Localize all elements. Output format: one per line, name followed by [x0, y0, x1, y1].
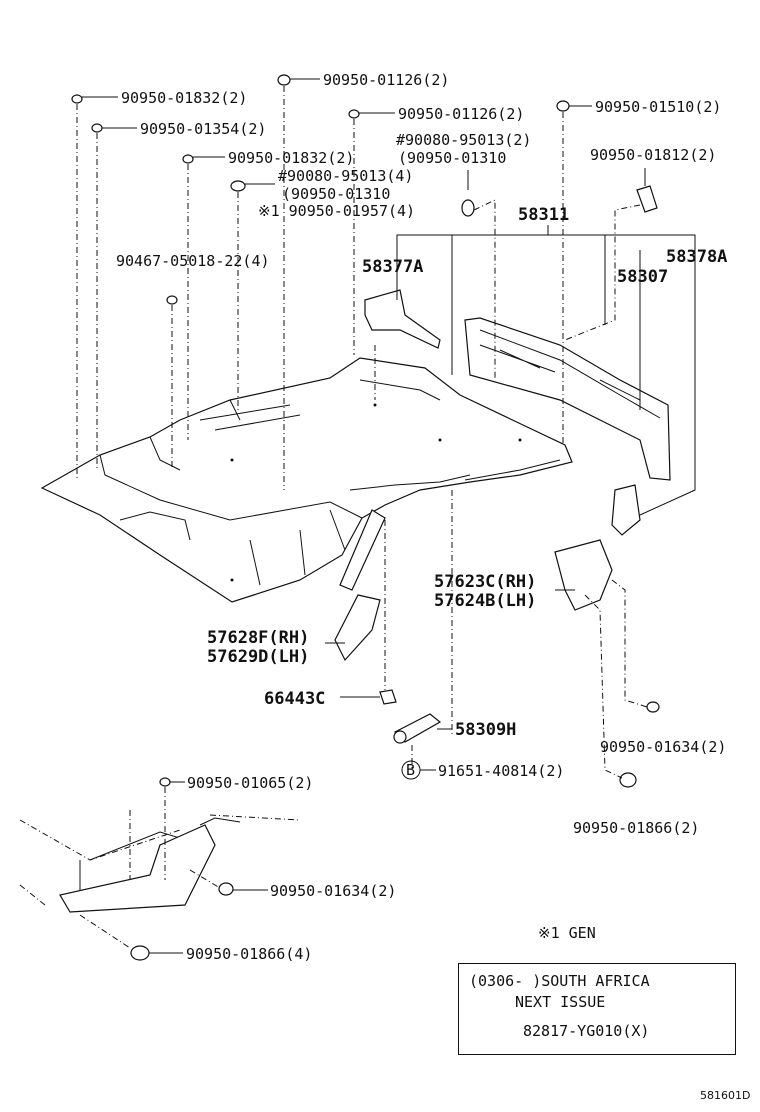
callout-c26: 90950-01065(2) — [187, 774, 313, 792]
callout-c15: 58377A — [362, 257, 423, 277]
floor-panel — [40, 357, 573, 603]
labels: 90950-01832(2) 90950-01126(2) 90950-0135… — [116, 71, 750, 1102]
callout-c4: 90950-01126(2) — [398, 105, 524, 123]
figure-code: 581601D — [700, 1089, 750, 1102]
callout-c14: 58311 — [518, 205, 569, 225]
reference-b-label: B — [406, 761, 415, 779]
callout-c29: 90950-01866(4) — [186, 945, 312, 963]
callout-c22: 66443C — [264, 689, 325, 709]
strip-part — [339, 509, 386, 591]
callout-c19: 57624B(LH) — [434, 591, 536, 611]
callout-c20: 57628F(RH) — [207, 628, 309, 648]
note-line-3: 82817-YG010(X) — [523, 1022, 649, 1040]
clip-66443c — [379, 689, 397, 705]
note-box: (0306- )SOUTH AFRICA NEXT ISSUE 82817-YG… — [458, 963, 736, 1055]
callout-c23: 58309H — [455, 720, 516, 740]
callout-c17: 58307 — [617, 267, 668, 287]
note-line-1: (0306- )SOUTH AFRICA — [469, 972, 650, 990]
callout-c9: #90080-95013(4) — [278, 167, 413, 185]
lower-floor-detail — [19, 814, 301, 913]
bracket-57628f — [334, 594, 381, 662]
gen-note: ※1 GEN — [538, 924, 596, 942]
callout-c13: 90467-05018-22(4) — [116, 252, 270, 270]
callout-c25: 90950-01634(2) — [600, 738, 726, 756]
callout-c1: 90950-01832(2) — [121, 89, 247, 107]
bracket-58378a — [611, 484, 641, 536]
part-58309h — [393, 713, 442, 744]
callout-c21: 57629D(LH) — [207, 647, 309, 667]
note-line-2: NEXT ISSUE — [515, 993, 605, 1011]
leader-lines — [82, 78, 696, 954]
callout-c10: (90950-01310 — [282, 185, 390, 203]
callout-c24: 91651-40814(2) — [438, 762, 564, 780]
fastener-clips — [71, 74, 660, 961]
callout-c2: 90950-01126(2) — [323, 71, 449, 89]
callout-c28: 90950-01634(2) — [270, 882, 396, 900]
callout-c16: 58378A — [666, 247, 727, 267]
callout-c11: ※1 90950-01957(4) — [258, 202, 415, 220]
reference-b-circle — [401, 760, 421, 780]
callout-c6: #90080-95013(2) — [396, 131, 531, 149]
cross-member-58307 — [464, 317, 671, 481]
callout-c8: 90950-01832(2) — [228, 149, 354, 167]
assembly-lines — [76, 86, 648, 949]
callout-c3: 90950-01354(2) — [140, 120, 266, 138]
callout-c18: 57623C(RH) — [434, 572, 536, 592]
callout-c12: 90950-01812(2) — [590, 146, 716, 164]
bracket-57623c — [554, 539, 613, 611]
bracket-58377a — [364, 289, 441, 349]
callout-c27: 90950-01866(2) — [573, 819, 699, 837]
callout-c7: (90950-01310 — [398, 149, 506, 167]
callout-c5: 90950-01510(2) — [595, 98, 721, 116]
